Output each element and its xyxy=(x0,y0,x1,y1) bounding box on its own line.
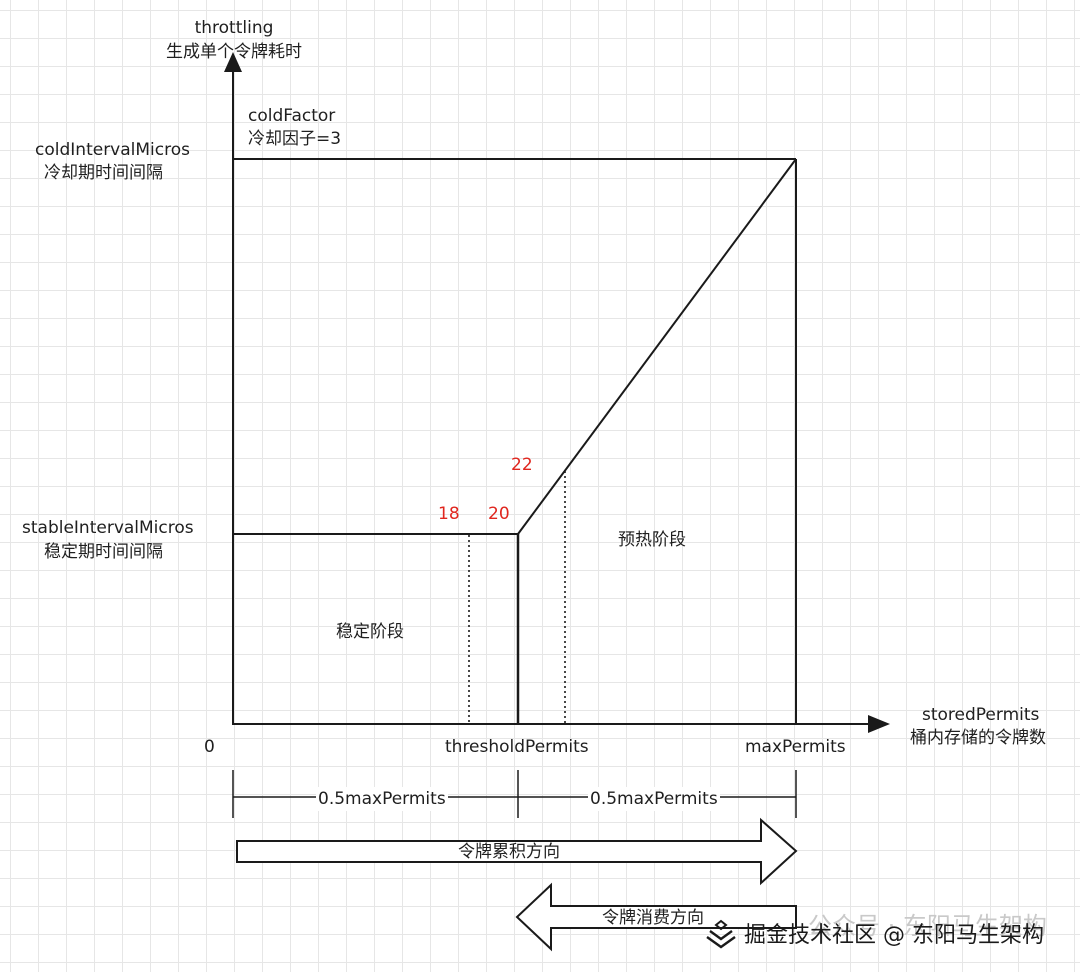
stable-phase-label: 稳定阶段 xyxy=(336,622,404,642)
y-axis-label-en: throttling xyxy=(194,18,274,38)
marker-18: 18 xyxy=(438,504,460,524)
x-axis-label-cn: 桶内存储的令牌数 xyxy=(910,728,1046,748)
span-right-label: 0.5maxPermits xyxy=(588,787,720,811)
accumulate-arrow-shape xyxy=(236,817,798,886)
max-permits-label: maxPermits xyxy=(745,737,846,757)
marker-22: 22 xyxy=(511,455,533,475)
watermark-text: 掘金技术社区 @ 东阳马生架构 xyxy=(744,923,1044,948)
consume-direction-label: 令牌消费方向 xyxy=(602,908,704,928)
threshold-permits-label: thresholdPermits xyxy=(445,737,589,757)
cold-interval-label-en: coldIntervalMicros xyxy=(35,140,190,160)
x-axis-arrowhead xyxy=(868,715,890,733)
juejin-logo-icon xyxy=(704,916,738,950)
cold-factor-label: coldFactor xyxy=(248,106,336,126)
y-axis-label-cn: 生成单个令牌耗时 xyxy=(166,42,302,62)
warmup-slope-line xyxy=(517,158,797,535)
consume-arrow-shape xyxy=(515,882,797,952)
origin-label: 0 xyxy=(204,737,215,757)
cold-interval-label-cn: 冷却期时间间隔 xyxy=(44,163,163,183)
span-left-label: 0.5maxPermits xyxy=(316,787,448,811)
accumulate-direction-label: 令牌累积方向 xyxy=(458,842,560,862)
watermark: 掘金技术社区 @ 东阳马生架构 xyxy=(704,913,1064,953)
cold-factor-value: 冷却因子=3 xyxy=(248,129,342,149)
marker-20: 20 xyxy=(488,504,510,524)
stable-interval-label-en: stableIntervalMicros xyxy=(22,518,194,538)
x-axis-label-en: storedPermits xyxy=(922,705,1040,725)
stable-interval-label-cn: 稳定期时间间隔 xyxy=(44,542,163,562)
watermark-ghost-text: 公众号 · 东阳马生架构 xyxy=(808,912,1047,940)
y-axis-arrowhead xyxy=(224,52,242,72)
warmup-phase-label: 预热阶段 xyxy=(618,530,686,550)
